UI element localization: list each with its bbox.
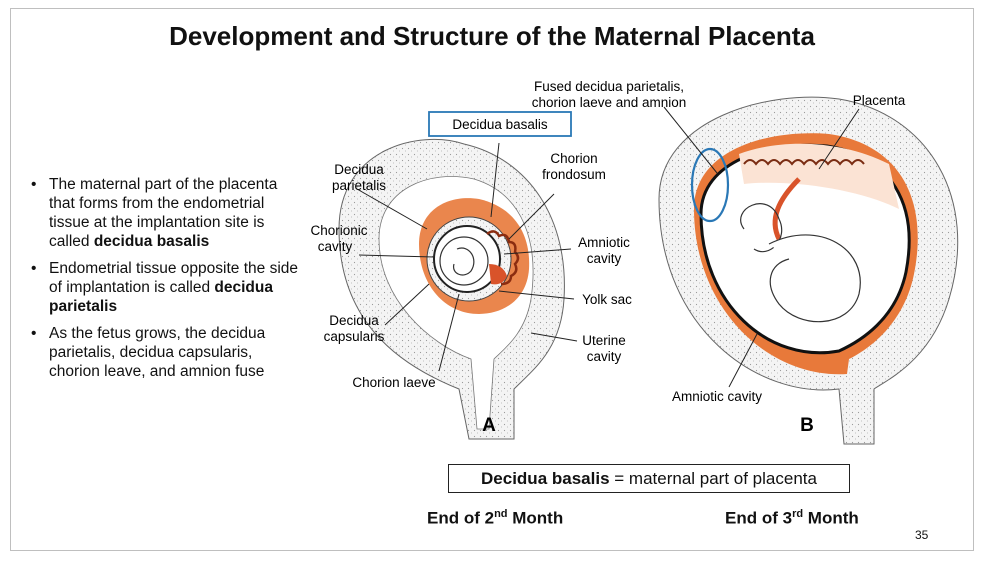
bullet-item: Endometrial tissue opposite the side of … xyxy=(31,259,301,316)
label-amniotic-cavity-a-2: cavity xyxy=(587,251,622,266)
panel-label-a: A xyxy=(482,415,496,436)
caption-bold: Decidua basalis xyxy=(481,469,610,488)
month-label-b: End of 3rd Month xyxy=(725,508,859,529)
month-a-post: Month xyxy=(507,508,564,528)
label-chorionic-cavity-1: Chorionic xyxy=(310,223,367,238)
bullet-text: As the fetus grows, the decidua parietal… xyxy=(49,325,266,380)
label-placenta: Placenta xyxy=(853,93,906,108)
month-b-post: Month xyxy=(803,508,859,528)
month-b-pre: End of 3 xyxy=(725,508,793,528)
slide-title: Development and Structure of the Materna… xyxy=(169,21,815,51)
month-a-sup: nd xyxy=(494,508,508,520)
leader-lines xyxy=(356,106,860,388)
caption-rest: = maternal part of placenta xyxy=(609,469,817,488)
panel-a-uterus xyxy=(338,138,565,440)
placenta-illustration: Decidua parietalis Chorionic cavity Deci… xyxy=(310,79,959,445)
label-amniotic-cavity-b: Amniotic cavity xyxy=(672,389,762,404)
bullet-bold-term: decidua parietalis xyxy=(49,279,273,315)
bullet-bold-term: decidua basalis xyxy=(93,233,210,250)
label-yolk-sac: Yolk sac xyxy=(582,292,632,307)
month-a-pre: End of 2 xyxy=(427,508,495,528)
label-decidua-basalis: Decidua basalis xyxy=(452,117,548,132)
bullet-list: The maternal part of the placenta that f… xyxy=(31,175,301,389)
slide: Development and Structure of the Materna… xyxy=(10,8,974,551)
bullet-item: The maternal part of the placenta that f… xyxy=(31,175,301,251)
caption-box: Decidua basalis = maternal part of place… xyxy=(448,464,850,493)
label-amniotic-cavity-a-1: Amniotic xyxy=(578,235,630,250)
label-chorion-laeve: Chorion laeve xyxy=(352,375,435,390)
label-chorion-frondosum-1: Chorion xyxy=(550,151,597,166)
month-b-sup: rd xyxy=(792,508,804,520)
panel-b-uterus xyxy=(658,96,959,445)
label-decidua-parietalis-1: Decidua xyxy=(334,162,384,177)
label-uterine-cavity-2: cavity xyxy=(587,349,622,364)
label-uterine-cavity-1: Uterine xyxy=(582,333,626,348)
bullet-text: The maternal part of the placenta that f… xyxy=(49,176,278,250)
panel-label-b: B xyxy=(800,415,814,436)
bullet-text: Endometrial tissue opposite the side of … xyxy=(49,260,299,296)
page-number: 35 xyxy=(915,528,929,542)
label-chorionic-cavity-2: cavity xyxy=(318,239,353,254)
label-decidua-parietalis-2: parietalis xyxy=(332,178,386,193)
bullet-item: As the fetus grows, the decidua parietal… xyxy=(31,324,301,381)
month-label-a: End of 2nd Month xyxy=(427,508,563,529)
label-fused-2: chorion laeve and amnion xyxy=(532,95,687,110)
label-chorion-frondosum-2: frondosum xyxy=(542,167,606,182)
label-decidua-capsularis-2: capsularis xyxy=(324,329,385,344)
decidua-basalis-box xyxy=(428,111,572,137)
label-fused-1: Fused decidua parietalis, xyxy=(534,79,684,94)
label-decidua-capsularis-1: Decidua xyxy=(329,313,379,328)
highlight-oval xyxy=(690,147,730,223)
placenta-diagram: Decidua parietalis Chorionic cavity Deci… xyxy=(299,69,959,469)
